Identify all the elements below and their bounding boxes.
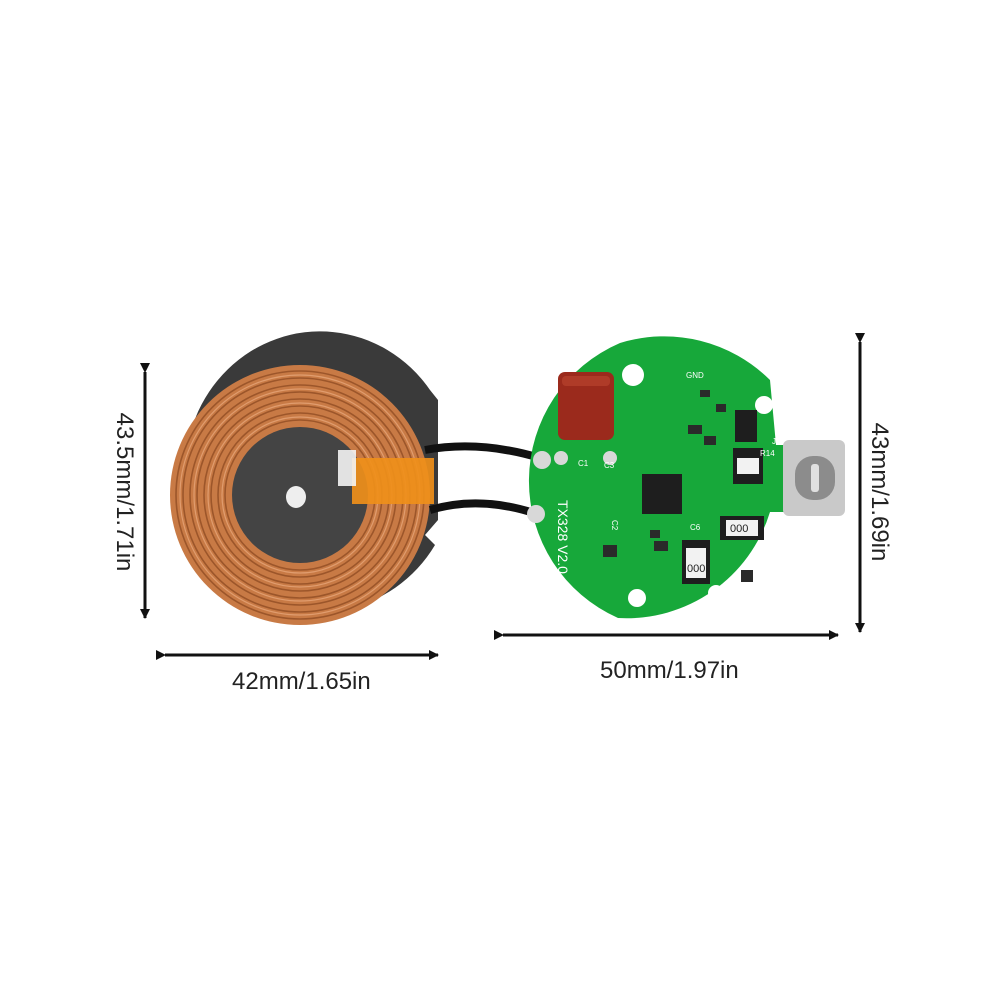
silk-j1: J1: [772, 437, 781, 446]
resistor-r14-face: [737, 458, 759, 474]
silk-r14: R14: [760, 449, 775, 458]
mounting-hole-bottom-left: [628, 589, 646, 607]
coil-lead-bottom: [428, 499, 539, 518]
silk-tvs: TVS: [745, 559, 761, 568]
smd-part-3: [688, 425, 702, 434]
copper-coil-icon: [170, 331, 542, 625]
coil-center-glint: [286, 486, 306, 508]
silk-gnd: GND: [686, 371, 704, 380]
smd-part-8: [741, 570, 753, 582]
coil-lead-top: [424, 442, 542, 462]
solder-pad-4: [603, 451, 617, 465]
coil-width-label: 42mm/1.65in: [232, 668, 371, 695]
smd-part-5: [700, 390, 710, 397]
silk-c2: C2: [610, 520, 619, 531]
coil-height-label: 43.5mm/1.71in: [111, 412, 138, 572]
silk-c3: C3: [604, 461, 615, 470]
diode: [735, 410, 757, 442]
solder-pad-3: [554, 451, 568, 465]
coil-tape: [352, 458, 434, 504]
film-capacitor-shade: [562, 376, 610, 386]
film-capacitor: [558, 372, 614, 440]
regulator-chip-2-face: [726, 520, 758, 536]
pcb-board-icon: GND C1 C2 C3 C6 R14 TVS J1 000 000 TX328…: [527, 336, 845, 619]
smd-part-6: [716, 404, 726, 412]
usb-c-tongue: [811, 464, 819, 492]
mounting-hole-right: [755, 396, 773, 414]
chip-marking-1: 000: [687, 563, 705, 575]
board-height-label: 43mm/1.69in: [866, 422, 893, 562]
board-width-label: 50mm/1.97in: [600, 657, 739, 684]
silk-c1: C1: [578, 459, 589, 468]
usb-c-port-icon: [783, 440, 845, 516]
regulator-chip-1-face: [686, 548, 706, 578]
smd-part-1: [650, 530, 660, 538]
mounting-hole-bottom-right: [708, 585, 724, 601]
smd-part-2: [654, 541, 668, 551]
solder-pad-2: [527, 505, 545, 523]
mounting-hole-top: [622, 364, 644, 386]
coil-tape-edge: [338, 450, 356, 486]
pcb-model-label: TX328 V2.0: [555, 500, 571, 574]
dimension-arrows: [140, 333, 865, 660]
smd-part-7: [603, 545, 617, 557]
solder-pad-1: [533, 451, 551, 469]
controller-ic: [642, 474, 682, 514]
silk-c6: C6: [690, 523, 701, 532]
chip-marking-2: 000: [730, 523, 748, 535]
smd-part-4: [704, 436, 716, 445]
